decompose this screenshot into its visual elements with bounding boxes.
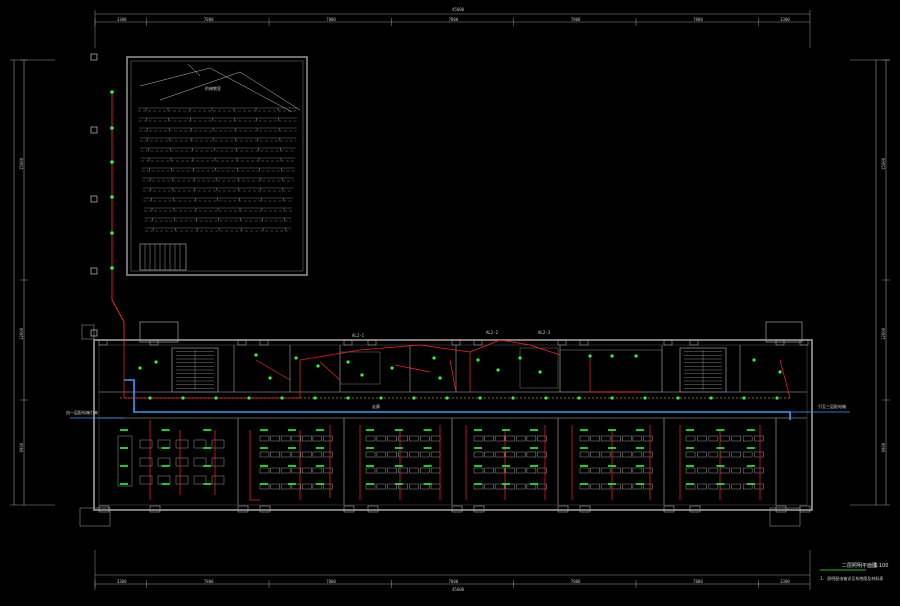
- panel-mid-label: AL2-2: [486, 330, 499, 335]
- caption-title: 二层照明平面图: [842, 563, 877, 569]
- panel-right-label: AL2-3: [538, 330, 551, 335]
- top-dimension-chain: 45600 3300 7800 7800 7800 7800 7800 3300: [94, 7, 811, 48]
- dimension-text: 7800: [693, 17, 703, 22]
- dimension-text: 7800: [326, 579, 336, 584]
- light-fixtures: [120, 353, 782, 485]
- dimension-text: 15000: [19, 157, 24, 170]
- bottom-total-dim: 45600: [452, 587, 465, 592]
- caption-note: 1. 照明配电箱详见系统图及材料表: [820, 575, 883, 581]
- right-dimension-chain: 15000 12600 9900: [850, 59, 890, 506]
- lecture-hall-label: 阶梯教室: [205, 85, 221, 91]
- main-floor-block: 走廊 由一层配电箱引来 引至三层配电箱: [66, 321, 850, 527]
- dimension-text: 3300: [780, 17, 790, 22]
- dimension-text: 7800: [449, 579, 459, 584]
- dimension-text: 3300: [117, 17, 127, 22]
- caption-scale: 1:100: [874, 563, 888, 569]
- lecture-hall-block: 阶梯教室: [126, 56, 308, 276]
- feed-left-label: 由一层配电箱引来: [66, 409, 98, 415]
- drawing-caption: 二层照明平面图 1:100 1. 照明配电箱详见系统图及材料表: [820, 563, 888, 581]
- dimension-text: 7800: [449, 17, 459, 22]
- dimension-text: 7800: [693, 579, 703, 584]
- dimension-text: 7800: [204, 579, 214, 584]
- lighting-circuits: [123, 339, 791, 501]
- dimension-text: 7800: [204, 17, 214, 22]
- corridor-label: 走廊: [372, 403, 380, 409]
- dimension-text: 7800: [571, 17, 581, 22]
- dimension-text: 3300: [117, 579, 127, 584]
- dimension-text: 7800: [326, 17, 336, 22]
- dimension-text: 9900: [19, 442, 24, 452]
- left-dimension-chain: 15000 12600 9900: [10, 59, 55, 506]
- riser-circuit: [110, 90, 125, 345]
- bottom-dimension-chain: 45600 3300 7800 7800 7800 7800 7800 3300: [94, 550, 811, 592]
- grid-markers-left: [90, 53, 98, 337]
- dimension-text: 12600: [19, 327, 24, 340]
- feed-right-label: 引至三层配电箱: [818, 403, 846, 409]
- dimension-text: 7800: [571, 579, 581, 584]
- dimension-text: 15000: [881, 157, 886, 170]
- dimension-text: 12600: [881, 327, 886, 340]
- dimension-text: 3300: [780, 579, 790, 584]
- panel-left-label: AL2-1: [352, 333, 365, 338]
- dimension-text: 9900: [881, 442, 886, 452]
- top-total-dim: 45600: [452, 7, 465, 12]
